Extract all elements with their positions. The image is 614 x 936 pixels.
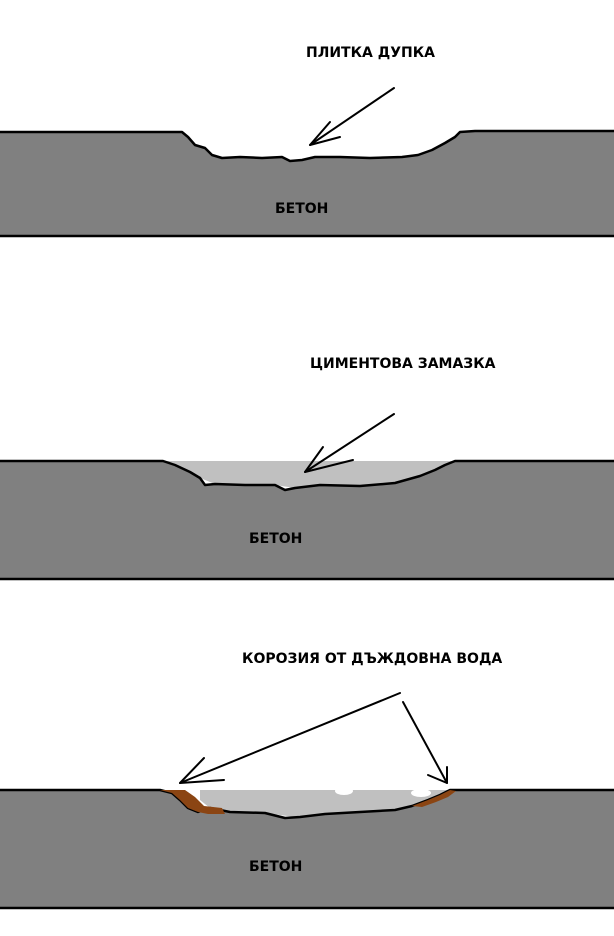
callout-label-1: ПЛИТКА ДУПКА [306,45,435,61]
material-label-2: БЕТОН [249,531,302,547]
concrete-slab-2 [0,459,614,581]
callout-label-2: ЦИМЕНТОВА ЗАМАЗКА [310,356,496,372]
callout-arrow-2 [304,413,395,473]
callout-arrow-3-left [179,692,401,784]
mortar-highlight-left [335,787,353,795]
material-label-1: БЕТОН [275,201,328,217]
callout-label-3: КОРОЗИЯ ОТ ДЪЖДОВНА ВОДА [242,651,502,667]
panel-rainwater-corrosion: КОРОЗИЯ ОТ ДЪЖДОВНА ВОДА БЕТОН [0,651,614,910]
rust-corrosion-left [160,790,225,814]
mortar-highlight-right [411,789,431,797]
panel-cement-mortar: ЦИМЕНТОВА ЗАМАЗКА БЕТОН [0,356,614,581]
callout-arrow-1 [309,87,395,146]
rust-corrosion-right [412,790,456,807]
mortar-fill-2 [163,461,455,488]
panel-shallow-hole: ПЛИТКА ДУПКА БЕТОН [0,45,614,238]
material-label-3: БЕТОН [249,859,302,875]
callout-arrow-3-right [402,701,448,784]
concrete-slab-1 [0,129,614,238]
